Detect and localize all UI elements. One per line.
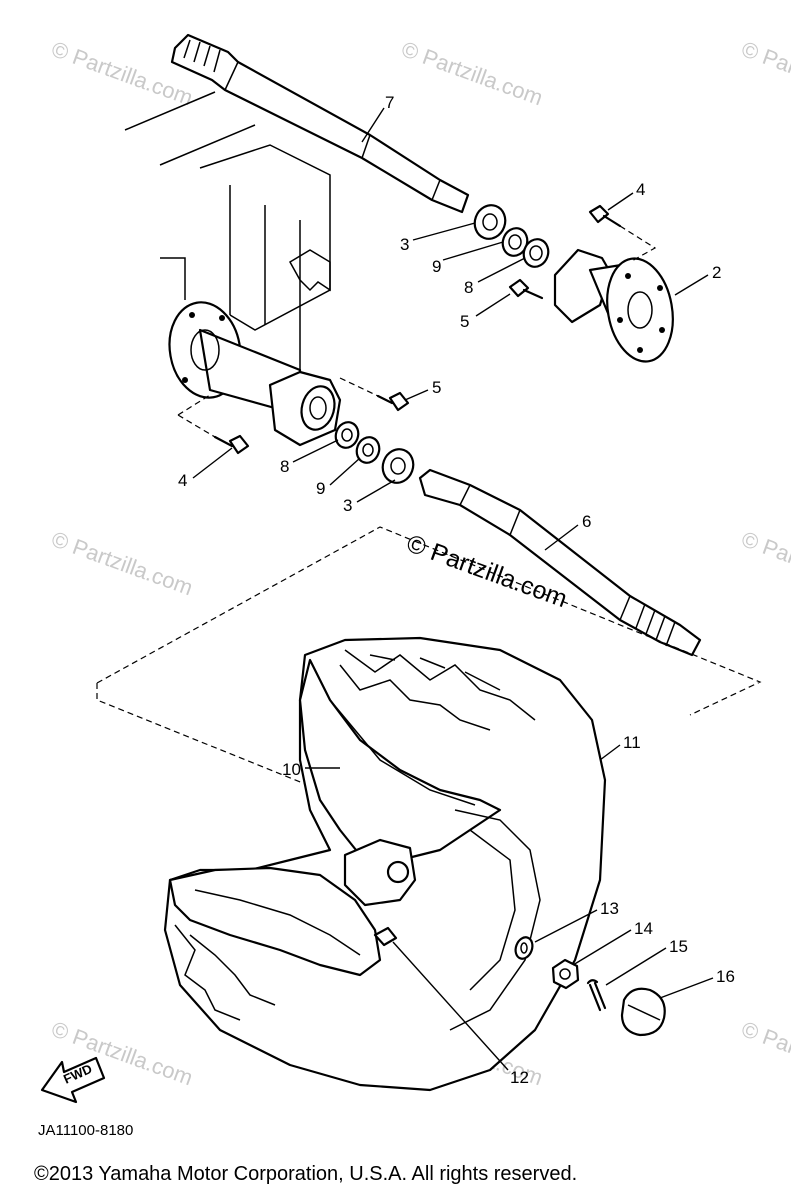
callout-8: 8 [464, 278, 473, 297]
callout-14: 14 [634, 919, 653, 938]
callout-3: 3 [343, 496, 352, 515]
hub-right [553, 248, 674, 363]
watermark-text: © Partzilla.com [738, 1016, 791, 1090]
bearing-3-lower [381, 448, 415, 484]
bolt-5-lower [376, 391, 410, 412]
seal-8-upper [522, 238, 550, 268]
callout-4: 4 [636, 180, 645, 199]
callout-5: 5 [432, 378, 441, 397]
callout-12: 12 [510, 1068, 529, 1087]
callout-11: 11 [623, 733, 641, 752]
callout-8: 8 [280, 457, 289, 476]
wheel-tire [163, 636, 607, 1092]
axle-lower [418, 468, 702, 657]
cap-16 [620, 987, 666, 1037]
callout-numbers: 7 4 3 9 8 2 5 5 4 8 9 3 6 10 11 13 14 15… [178, 93, 735, 1087]
seal-8-lower [334, 421, 360, 449]
callout-5: 5 [460, 312, 469, 331]
watermark-text: © Partzilla.com [48, 36, 196, 110]
diagram-code: JA11100-8180 [38, 1122, 133, 1139]
hub-left [168, 301, 342, 447]
guide-line [177, 394, 216, 438]
cotter-pin-15 [586, 979, 607, 1012]
watermark-text: © Partzilla.com [738, 526, 791, 600]
washer-13 [514, 936, 534, 960]
frame-reference [124, 91, 331, 380]
bolt-4-upper [588, 204, 622, 228]
forward-arrow: FWD [40, 1056, 106, 1104]
watermark-text: © Partzilla.com [48, 526, 196, 600]
watermark-text: © Partzilla.com [738, 36, 791, 110]
callout-4: 4 [178, 471, 187, 490]
callout-15: 15 [669, 937, 688, 956]
axle-upper [170, 33, 470, 214]
watermark-text: © Partzilla.com [398, 36, 546, 110]
nut-14 [551, 958, 580, 990]
callout-7: 7 [385, 93, 394, 112]
bolt-4-lower [213, 434, 250, 455]
callout-9: 9 [432, 257, 441, 276]
bolt-5-upper [508, 278, 544, 300]
leader-lines [192, 107, 714, 1071]
guide-line [619, 225, 657, 263]
callout-2: 2 [712, 263, 721, 282]
callout-9: 9 [316, 479, 325, 498]
wheel-outline-guide [96, 526, 762, 801]
seal-9-lower [355, 436, 381, 464]
callout-13: 13 [600, 899, 619, 918]
guide-line [339, 377, 379, 397]
callout-3: 3 [400, 235, 409, 254]
bearing-3-upper [473, 204, 507, 240]
copyright-footer: ©2013 Yamaha Motor Corporation, U.S.A. A… [34, 1163, 578, 1185]
callout-16: 16 [716, 967, 735, 986]
callout-6: 6 [582, 512, 591, 531]
callout-10: 10 [282, 760, 301, 779]
